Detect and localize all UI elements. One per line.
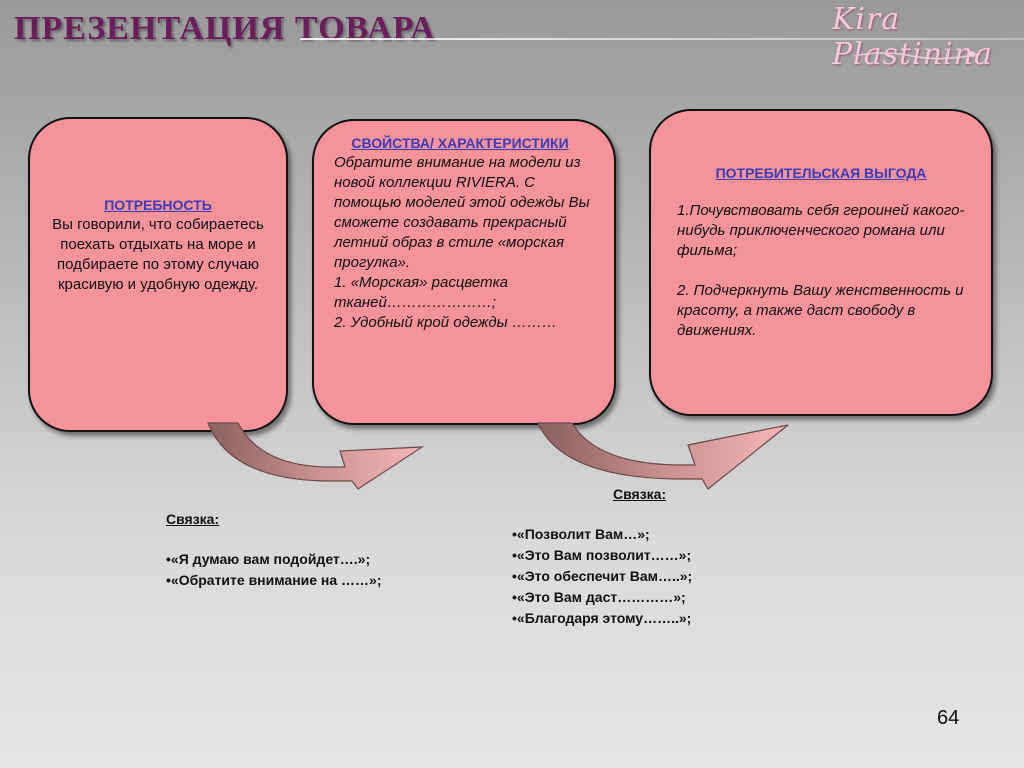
properties-item-1: 1. «Морская» расцветка тканей…………………; [334, 274, 509, 311]
list-item: «Это Вам позволит……»; [512, 545, 692, 566]
curved-arrow-icon-2 [537, 422, 789, 490]
benefit-item-2: 2. Подчеркнуть Вашу женственность и крас… [677, 282, 964, 339]
properties-box: СВОЙСТВА/ ХАРАКТЕРИСТИКИ Обратите вниман… [312, 119, 616, 425]
need-box: ПОТРЕБНОСТЬ Вы говорили, что собираетесь… [28, 117, 288, 432]
properties-text: Обратите внимание на модели из новой кол… [334, 154, 590, 271]
properties-heading: СВОЙСТВА/ ХАРАКТЕРИСТИКИ [351, 135, 569, 151]
curved-arrow-icon [207, 422, 425, 490]
link-left-heading: Связка: [166, 511, 220, 527]
link-phrases-left: Связка: «Я думаю вам подойдет….»; «Обрат… [166, 509, 382, 591]
list-item: «Это обеспечит Вам…..»; [512, 566, 692, 587]
properties-item-2: 2. Удобный крой одежды ……… [334, 314, 557, 331]
benefit-box: ПОТРЕБИТЕЛЬСКАЯ ВЫГОДА 1.Почувствовать с… [649, 109, 993, 416]
benefit-item-1: 1.Почувствовать себя героиней какого-ниб… [677, 202, 965, 259]
benefit-heading: ПОТРЕБИТЕЛЬСКАЯ ВЫГОДА [715, 165, 927, 181]
link-phrases-right: Связка: «Позволит Вам…»; «Это Вам позвол… [512, 484, 692, 629]
list-item: «Я думаю вам подойдет….»; [166, 549, 382, 570]
need-text: Вы говорили, что собираетесь поехать отд… [52, 216, 264, 293]
list-item: «Это Вам даст…………»; [512, 587, 692, 608]
title-underline [300, 38, 1024, 40]
need-heading: ПОТРЕБНОСТЬ [104, 197, 212, 213]
logo-swirl-icon [853, 51, 981, 60]
list-item: «Позволит Вам…»; [512, 524, 692, 545]
link-right-heading: Связка: [613, 486, 667, 502]
list-item: «Благодаря этому……..»; [512, 608, 692, 629]
slide-title: ПРЕЗЕНТАЦИЯ ТОВАРА [14, 10, 436, 47]
list-item: «Обратите внимание на ……»; [166, 570, 382, 591]
page-number: 64 [937, 707, 960, 729]
